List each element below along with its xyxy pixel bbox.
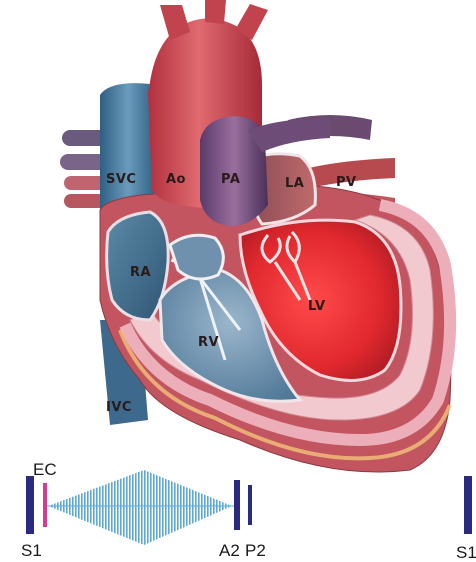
ejection-murmur xyxy=(48,470,232,545)
la-label: LA xyxy=(285,176,304,191)
ao-label: Ao xyxy=(166,172,186,187)
lv-label: LV xyxy=(308,299,326,314)
s1-second-label: S1 xyxy=(456,543,476,562)
a2-sound-bar xyxy=(234,480,240,530)
p2-sound-bar xyxy=(248,485,252,525)
a2-label: A2 xyxy=(219,541,240,560)
ejection-click-bar xyxy=(43,483,47,527)
pa-label: PA xyxy=(221,172,240,187)
s1-sound-bar xyxy=(26,476,34,534)
pv-label: PV xyxy=(336,175,357,190)
s1-label: S1 xyxy=(21,541,42,560)
phonocardiogram: EC S1 A2 P2 S1 xyxy=(21,460,476,562)
rv-label: RV xyxy=(198,335,219,350)
ivc-label: IVC xyxy=(106,400,132,415)
ec-label: EC xyxy=(33,460,57,479)
svc-label: SVC xyxy=(106,172,136,187)
p2-label: P2 xyxy=(245,541,266,560)
heart-illustration: SVC Ao PA LA PV RA LV RV IVC xyxy=(60,0,451,472)
s1-second-cycle-bar xyxy=(464,476,472,534)
ra-label: RA xyxy=(130,265,151,280)
